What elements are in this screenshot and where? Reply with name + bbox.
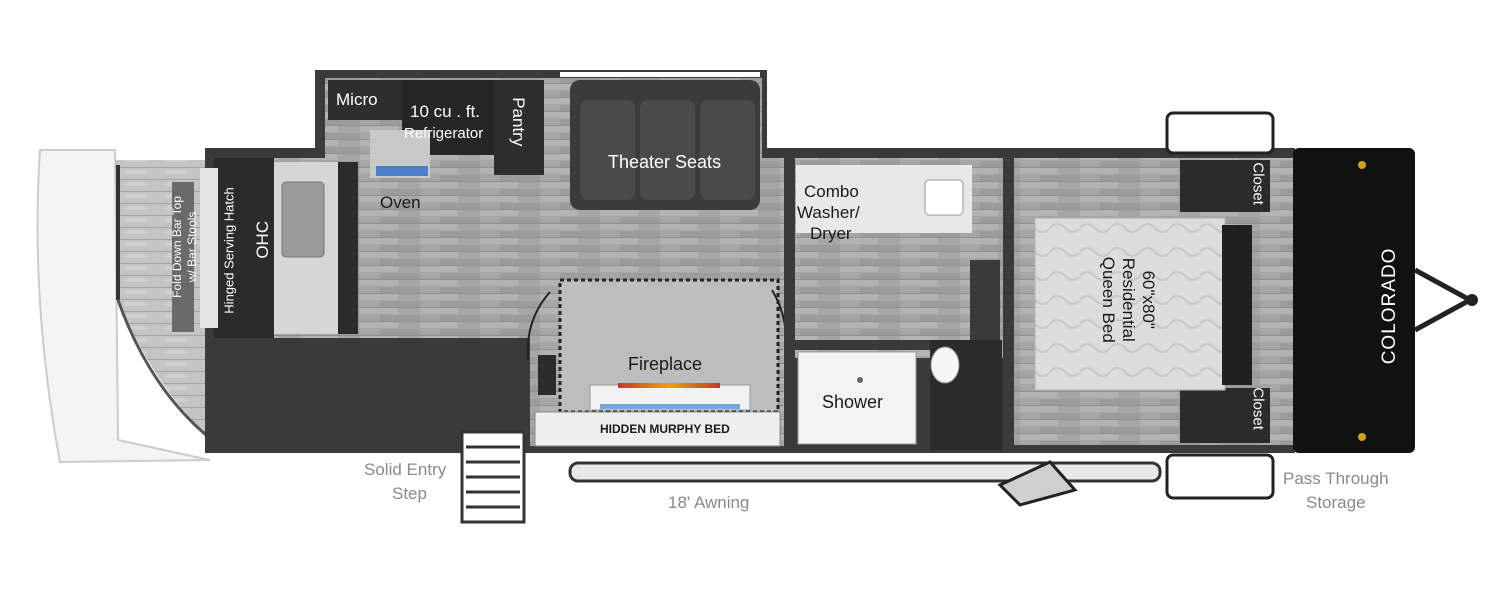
micro-label: Micro — [336, 90, 378, 109]
solid-entry-step-label-line2: Step — [392, 484, 427, 503]
fireplace-label: Fireplace — [628, 354, 703, 374]
shower-label: Shower — [822, 392, 884, 412]
awning-label: 18' Awning — [668, 493, 750, 512]
fold-down-bar-label-line2: w/ Bar Stools — [185, 211, 200, 283]
refrigerator-label-line2: Refrigerator — [404, 125, 484, 142]
combo-washer-label-line3: Dryer — [810, 224, 852, 243]
colorado-logo: COLORADO — [1379, 247, 1401, 365]
bed-label-line1: 60"x80" — [1138, 270, 1158, 329]
hinged-serving-hatch-label: Hinged Serving Hatch — [221, 187, 237, 314]
closet-top-label: Closet — [1249, 162, 1267, 205]
kitchen-slide — [328, 72, 760, 210]
pantry-label: Pantry — [508, 97, 528, 147]
combo-washer-label-line1: Combo — [804, 182, 859, 201]
ohc-label: OHC — [253, 220, 273, 259]
bed-label-line3: Queen Bed — [1098, 256, 1118, 343]
combo-washer-label-line2: Washer/ — [797, 203, 860, 222]
pass-through-label-line2: Storage — [1306, 493, 1366, 512]
awning-entry — [460, 430, 1162, 524]
fold-down-bar-label-line1: Fold Down Bar Top — [170, 195, 185, 298]
front-cap — [1293, 148, 1478, 453]
bedroom — [1034, 111, 1275, 500]
bathroom — [796, 165, 1000, 445]
kitchen-counter — [172, 158, 358, 338]
solid-entry-step-label-line1: Solid Entry — [364, 460, 447, 479]
refrigerator-label-line1: 10 cu . ft. — [410, 102, 480, 121]
closet-bottom-label: Closet — [1249, 387, 1267, 430]
pass-through-label-line1: Pass Through — [1283, 469, 1389, 488]
hidden-murphy-bed-label: HIDDEN MURPHY BED — [600, 422, 730, 436]
bed-label-line2: Residential — [1118, 257, 1138, 342]
oven-label: Oven — [380, 193, 421, 212]
theater-seats-label: Theater Seats — [608, 152, 722, 172]
interior-walls — [784, 150, 1013, 450]
